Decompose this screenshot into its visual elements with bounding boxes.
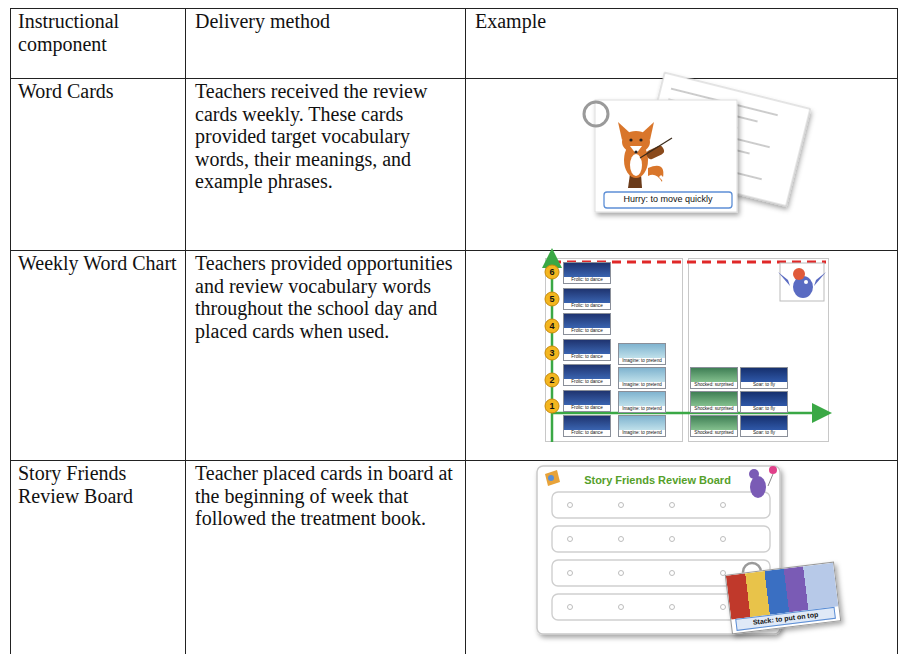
card-caption: Shocked: surprised — [691, 429, 737, 436]
word-card: Shocked: surprised — [690, 391, 738, 413]
card-picture — [564, 340, 610, 354]
card-caption: Shocked: surprised — [691, 381, 737, 388]
card-caption: Frolic: to dance — [564, 327, 610, 334]
card-caption: Frolic: to dance — [564, 302, 610, 309]
method-cell: Teacher placed cards in board at the beg… — [195, 462, 457, 530]
card-picture — [564, 263, 610, 277]
word-card: Frolic: to dance — [563, 339, 611, 361]
word-card: Soar: to fly — [740, 367, 788, 389]
card-caption: Imagine: to pretend — [619, 357, 665, 364]
card-picture — [564, 289, 610, 303]
word-card: Shocked: surprised — [690, 415, 738, 437]
character-icon — [778, 263, 826, 301]
card-caption: Frolic: to dance — [564, 276, 610, 283]
card-picture — [564, 365, 610, 379]
card-caption: Frolic: to dance — [564, 429, 610, 436]
word-card-illustration — [584, 73, 810, 212]
card-caption: Frolic: to dance — [564, 378, 610, 385]
axis-number: 4 — [545, 319, 559, 333]
card-caption: Soar: to fly — [741, 405, 787, 412]
word-card: Frolic: to dance — [563, 313, 611, 335]
card-caption: Frolic: to dance — [564, 404, 610, 411]
component-cell: Story Friends Review Board — [18, 462, 178, 507]
card-picture — [564, 314, 610, 328]
character-icon — [749, 466, 777, 498]
word-card: Imagine: to pretend — [618, 415, 666, 437]
method-cell: Teachers provided opportunities and revi… — [195, 252, 457, 342]
word-card: Frolic: to dance — [563, 364, 611, 386]
card-caption: Imagine: to pretend — [619, 405, 665, 412]
card-picture — [619, 344, 665, 358]
card-caption: Soar: to fly — [741, 429, 787, 436]
table-grid — [10, 8, 898, 654]
card-caption: Imagine: to pretend — [619, 429, 665, 436]
card-picture — [741, 392, 787, 406]
card-caption: Hurry: to move quickly — [604, 193, 732, 206]
card-picture — [564, 391, 610, 405]
card-picture — [741, 416, 787, 430]
board-title: Story Friends Review Board — [565, 474, 750, 486]
word-card: Frolic: to dance — [563, 415, 611, 437]
word-card: Frolic: to dance — [563, 288, 611, 310]
card-picture — [691, 416, 737, 430]
card-picture — [741, 368, 787, 382]
fox-figure — [618, 122, 672, 188]
component-cell: Weekly Word Chart — [18, 252, 178, 275]
word-card: Imagine: to pretend — [618, 367, 666, 389]
header-cell: Delivery method — [195, 10, 457, 33]
method-cell: Teachers received the review cards weekl… — [195, 80, 457, 193]
card-caption: Soar: to fly — [741, 381, 787, 388]
card-picture — [691, 392, 737, 406]
component-cell: Word Cards — [18, 80, 178, 103]
card-picture — [619, 392, 665, 406]
card-caption: Shocked: surprised — [691, 405, 737, 412]
axis-number: 2 — [545, 373, 559, 387]
header-cell: Instructional component — [18, 10, 178, 55]
card-picture — [691, 368, 737, 382]
word-chart-illustration — [545, 258, 829, 442]
word-card: Shocked: surprised — [690, 367, 738, 389]
card-picture — [564, 416, 610, 430]
word-card: Imagine: to pretend — [618, 391, 666, 413]
axis-number: 5 — [545, 292, 559, 306]
word-card: Frolic: to dance — [563, 390, 611, 412]
card-picture — [619, 368, 665, 382]
header-cell: Example — [475, 10, 775, 33]
card-caption: Imagine: to pretend — [619, 381, 665, 388]
card-picture — [619, 416, 665, 430]
word-card: Frolic: to dance — [563, 262, 611, 284]
character-icon — [545, 470, 560, 486]
stack-card: Stack: to put on top — [725, 562, 841, 635]
word-card: Soar: to fly — [740, 391, 788, 413]
word-card: Imagine: to pretend — [618, 343, 666, 365]
card-caption: Frolic: to dance — [564, 353, 610, 360]
word-card: Soar: to fly — [740, 415, 788, 437]
axis-number: 1 — [545, 399, 559, 413]
axis-number: 3 — [545, 346, 559, 360]
axis-number: 6 — [545, 265, 559, 279]
